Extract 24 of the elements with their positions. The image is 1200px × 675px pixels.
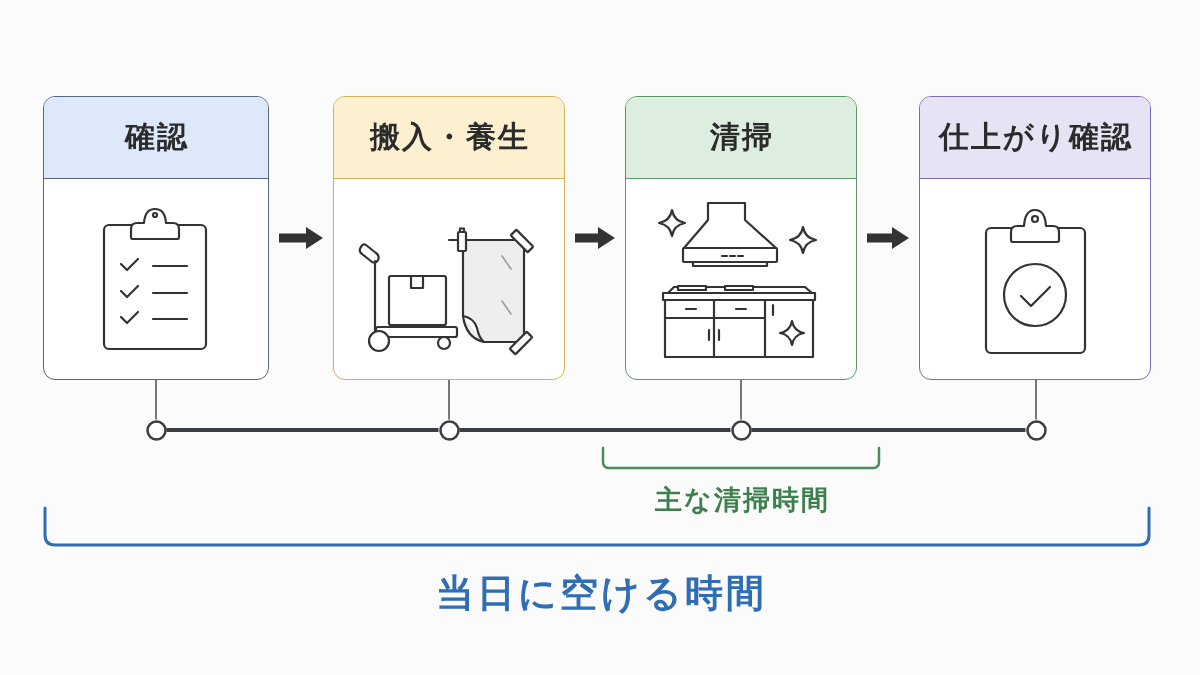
- step-title: 搬入・養生: [368, 119, 530, 156]
- step-card: [333, 96, 565, 380]
- connector-line: [1035, 379, 1037, 421]
- step-card: [625, 96, 857, 380]
- step-title: 確認: [123, 119, 189, 156]
- timeline-dot: [438, 419, 460, 441]
- step-title: 仕上がり確認: [937, 119, 1133, 156]
- connector-line: [448, 379, 450, 421]
- timeline-dot: [1025, 419, 1047, 441]
- timeline-dot: [145, 419, 167, 441]
- step-title: 清掃: [709, 119, 774, 156]
- step-card: [919, 96, 1151, 380]
- step-card: [43, 96, 269, 380]
- timeline-dot: [730, 419, 752, 441]
- timeline-line: [459, 428, 731, 432]
- arrow: [279, 227, 323, 249]
- duration-label: 当日に空ける時間: [435, 571, 767, 617]
- arrow: [575, 227, 615, 249]
- connector-line: [155, 379, 157, 421]
- duration-label: 主な清掃時間: [653, 484, 830, 517]
- timeline-line: [751, 428, 1026, 432]
- arrow: [867, 227, 909, 249]
- connector-line: [740, 379, 742, 421]
- timeline-line: [166, 428, 439, 432]
